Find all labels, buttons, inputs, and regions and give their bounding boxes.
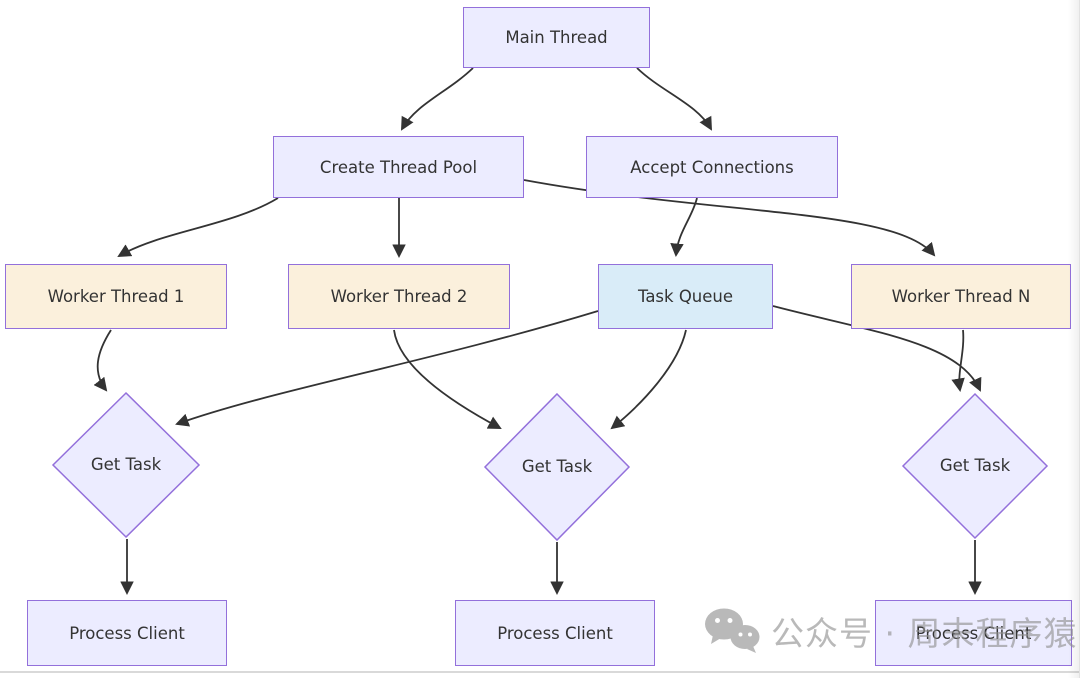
node-create-thread-pool: Create Thread Pool: [273, 136, 524, 198]
node-task-queue: Task Queue: [598, 264, 773, 329]
node-task-queue-label: Task Queue: [637, 287, 734, 306]
edge-task-queue-to-get-task1: [175, 310, 599, 427]
node-process-client-1: Process Client: [27, 600, 227, 666]
node-worker-thread-n: Worker Thread N: [851, 264, 1071, 329]
edge-worker2-to-get-task2: [393, 329, 502, 429]
node-process-client-1-label: Process Client: [69, 623, 185, 643]
node-get-task-3-label: Get Task: [939, 456, 1011, 475]
edge-main-to-accept: [636, 67, 712, 131]
edge-workerN-to-get-task3: [951, 329, 965, 392]
get-task-diamond-1: [51, 391, 201, 539]
edge-worker1-to-get-task1: [93, 329, 112, 392]
edge-task-queue-to-get-task2: [610, 329, 687, 430]
node-main-thread: Main Thread: [463, 7, 650, 68]
node-worker-thread-2-label: Worker Thread 2: [330, 287, 468, 306]
node-main-thread-label: Main Thread: [505, 28, 608, 47]
edge-main-to-create-pool: [401, 67, 474, 131]
node-worker-thread-1-label: Worker Thread 1: [47, 287, 185, 306]
edge-task-queue-to-get-task3: [772, 305, 982, 392]
get-task-diamond-3: [901, 392, 1049, 540]
node-process-client-2: Process Client: [455, 600, 655, 666]
edge-accept-to-task-queue: [670, 197, 698, 258]
node-create-thread-pool-label: Create Thread Pool: [319, 157, 478, 177]
node-get-task-2-label: Get Task: [521, 457, 593, 476]
node-accept-connections: Accept Connections: [586, 136, 838, 198]
node-process-client-3-label: Process Client: [915, 623, 1032, 643]
node-process-client-3: Process Client: [875, 600, 1072, 666]
node-worker-thread-1: Worker Thread 1: [5, 264, 227, 329]
get-task-diamond-2: [483, 392, 631, 542]
node-process-client-2-label: Process Client: [497, 623, 613, 643]
bottom-divider: [0, 671, 1080, 673]
node-worker-thread-n-label: Worker Thread N: [891, 287, 1031, 306]
edge-create-pool-to-worker1: [117, 197, 279, 258]
right-edge-shadow: [1068, 0, 1080, 678]
node-accept-connections-label: Accept Connections: [630, 157, 794, 177]
node-worker-thread-2: Worker Thread 2: [288, 264, 510, 329]
node-get-task-1-label: Get Task: [90, 455, 162, 474]
